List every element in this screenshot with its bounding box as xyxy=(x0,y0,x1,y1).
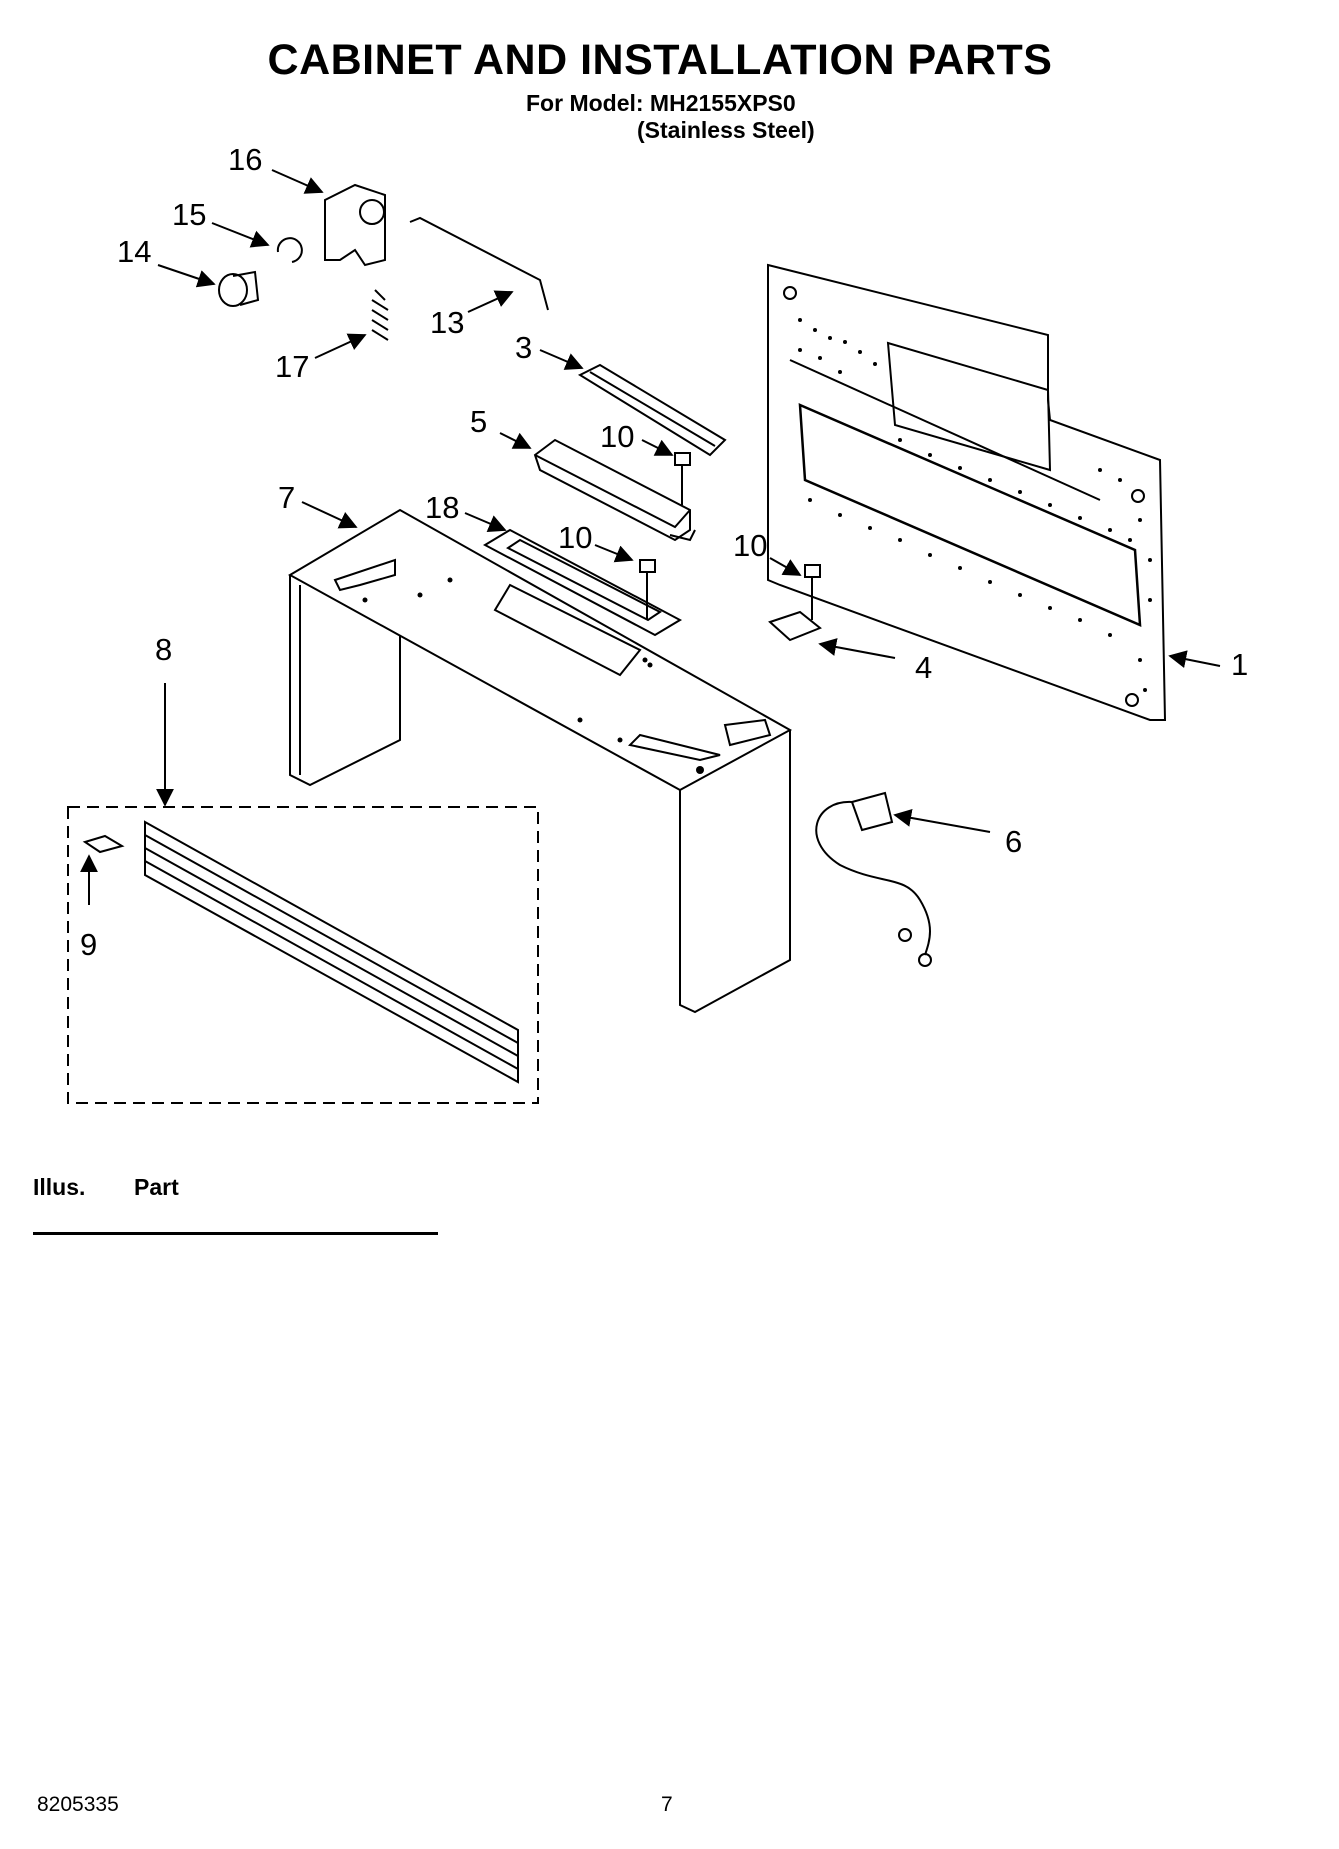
callout-10-a: 10 xyxy=(600,419,634,454)
arrow-7 xyxy=(301,501,358,529)
callout-4: 4 xyxy=(915,650,932,685)
screws xyxy=(639,452,821,620)
callout-7: 7 xyxy=(278,480,295,515)
arrow-3 xyxy=(539,349,584,370)
arrow-5 xyxy=(499,432,532,449)
callout-18: 18 xyxy=(425,490,459,525)
arrow-18 xyxy=(464,512,507,532)
callout-10-b: 10 xyxy=(558,520,592,555)
rail-strip xyxy=(577,363,727,457)
arrow-6 xyxy=(893,808,991,833)
callout-3: 3 xyxy=(515,330,532,365)
vent-grille xyxy=(144,820,519,1084)
callout-14: 14 xyxy=(117,234,151,269)
callout-17: 17 xyxy=(275,349,309,384)
document-number: 8205335 xyxy=(37,1793,119,1816)
page-title: CABINET AND INSTALLATION PARTS xyxy=(267,36,1053,84)
arrow-14 xyxy=(157,264,216,288)
arrow-16 xyxy=(271,169,324,194)
callout-6: 6 xyxy=(1005,824,1022,859)
arrow-4 xyxy=(818,638,896,659)
model-number: For Model: MH2155XPS0 xyxy=(526,90,796,116)
hinge-assembly xyxy=(218,183,549,341)
top-plate xyxy=(482,528,683,637)
small-bracket xyxy=(768,610,822,642)
arrow-10a xyxy=(641,439,674,456)
callout-8: 8 xyxy=(155,632,172,667)
model-variant: (Stainless Steel) xyxy=(637,117,815,143)
callout-10-c: 10 xyxy=(733,528,767,563)
cabinet-shell xyxy=(287,508,793,1014)
callout-16: 16 xyxy=(228,142,262,177)
callout-9: 9 xyxy=(80,927,97,962)
column-header-illus: Illus. xyxy=(33,1174,86,1200)
page-number: 7 xyxy=(661,1793,673,1816)
callout-13: 13 xyxy=(430,305,464,340)
mounting-plate xyxy=(767,263,1167,721)
callout-labels: 16 15 14 13 17 3 5 10 7 18 10 10 4 1 8 6… xyxy=(80,142,1248,962)
callout-arrows xyxy=(80,169,1221,905)
callout-15: 15 xyxy=(172,197,206,232)
arrow-17 xyxy=(314,333,367,359)
arrow-15 xyxy=(211,222,270,248)
callout-1: 1 xyxy=(1231,647,1248,682)
thermal-cutout xyxy=(815,791,932,967)
column-header-part: Part xyxy=(134,1174,179,1200)
channel-bracket xyxy=(533,438,696,542)
arrow-10b xyxy=(594,544,634,563)
arrow-13 xyxy=(467,290,514,313)
arrow-1 xyxy=(1168,650,1221,669)
callout-5: 5 xyxy=(470,404,487,439)
grille-clip xyxy=(82,834,125,854)
arrow-10c xyxy=(769,557,802,576)
table-rule xyxy=(33,1232,438,1235)
grille-group-box xyxy=(67,806,539,1104)
